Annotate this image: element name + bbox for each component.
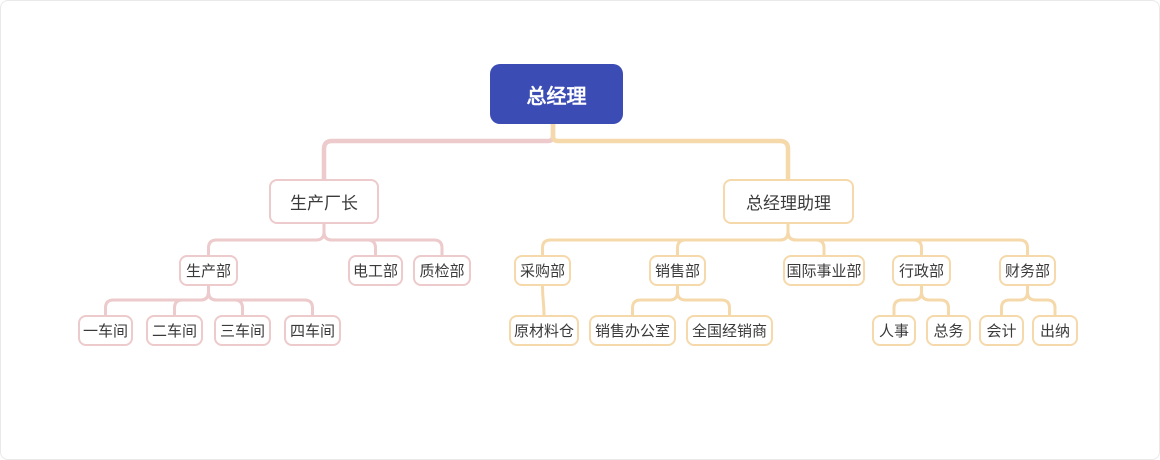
connector-to-quality-dept [322,224,444,255]
connector-to-cashier [1026,286,1057,315]
connector-to-workshop-1 [104,286,210,315]
connector-to-hr [892,286,923,315]
node-workshop-2[interactable]: 二车间 [146,315,203,346]
connector-to-production-dept [207,224,326,255]
node-general-manager[interactable]: 总经理 [490,64,623,124]
node-production-dept[interactable]: 生产部 [179,255,238,286]
node-quality-dept[interactable]: 质检部 [413,255,471,286]
connector-to-workshop-3 [207,286,244,315]
connector-to-finance-dept [786,224,1029,255]
node-accounting[interactable]: 会计 [979,315,1024,346]
node-hr[interactable]: 人事 [872,315,916,346]
connector-root-production-director [321,124,556,179]
connector-root-gm-assistant [550,124,791,179]
node-workshop-3[interactable]: 三车间 [214,315,271,346]
connector-to-national-distributors [676,286,731,315]
node-national-distributors[interactable]: 全国经销商 [686,315,773,346]
node-workshop-1[interactable]: 一车间 [78,315,133,346]
node-gm-assistant[interactable]: 总经理助理 [723,179,854,224]
connector-to-purchasing-dept [541,224,790,255]
node-international-dept[interactable]: 国际事业部 [783,255,865,286]
connector-to-workshop-4 [207,286,314,315]
connector-to-accounting [1000,286,1029,315]
connector-to-electrician-dept [322,224,377,255]
node-raw-material-warehouse[interactable]: 原材料仓 [509,315,579,346]
node-cashier[interactable]: 出纳 [1032,315,1078,346]
connector-to-sales-office [631,286,679,315]
node-sales-dept[interactable]: 销售部 [649,255,706,286]
node-general-affairs[interactable]: 总务 [926,315,971,346]
node-production-director[interactable]: 生产厂长 [269,179,379,224]
node-electrician-dept[interactable]: 电工部 [348,255,403,286]
connector-to-sales-dept [676,224,790,255]
node-finance-dept[interactable]: 财务部 [999,255,1056,286]
node-sales-office[interactable]: 销售办公室 [589,315,676,346]
connector-to-admin-dept [786,224,923,255]
connector-to-general-affairs [920,286,950,315]
node-admin-dept[interactable]: 行政部 [892,255,951,286]
connector-to-international-dept [786,224,826,255]
connector-to-workshop-2 [173,286,210,315]
connector-to-raw-material-warehouse [541,285,546,316]
node-purchasing-dept[interactable]: 采购部 [514,255,571,286]
node-workshop-4[interactable]: 四车间 [284,315,341,346]
